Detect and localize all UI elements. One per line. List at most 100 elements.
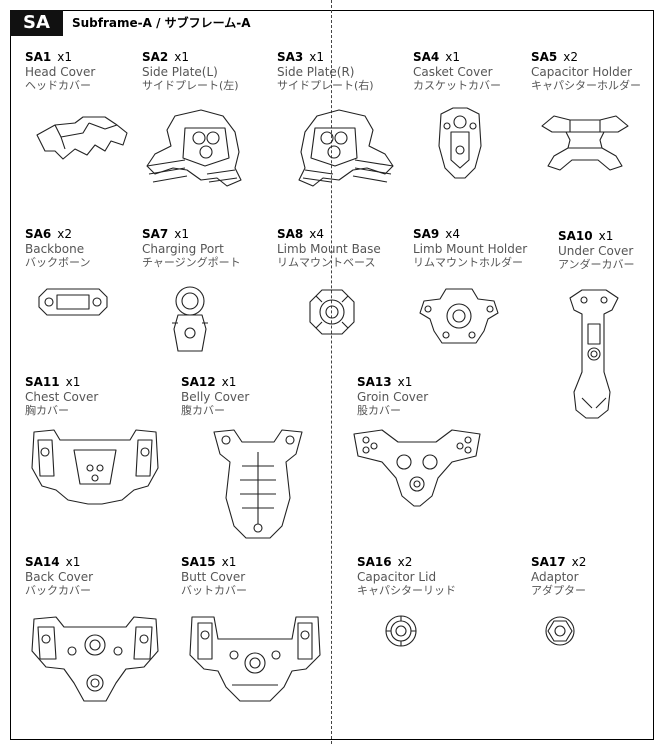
part-sa15: SA15 x1 Butt Cover バットカバー [181, 555, 247, 598]
part-name-jp: サイドプレート(左) [142, 79, 239, 92]
section-title: Subframe-A / サブフレーム-A [72, 16, 251, 30]
part-sa4: SA4 x1 Casket Cover カスケットカバー [413, 50, 501, 93]
part-qty: x2 [397, 555, 413, 569]
part-code: SA9 [413, 227, 440, 241]
part-name: Belly Cover [181, 390, 250, 404]
backbone-drawing [37, 287, 109, 317]
belly-cover-drawing [212, 428, 304, 540]
part-name-jp: リムマウントベース [277, 256, 376, 269]
adaptor-drawing [544, 615, 576, 647]
part-name: Under Cover [558, 244, 634, 258]
part-sa1: SA1 x1 Head Cover ヘッドカバー [25, 50, 95, 93]
part-name: Side Plate(R) [277, 65, 355, 79]
part-name: Chest Cover [25, 390, 99, 404]
part-sa7: SA7 x1 Charging Port チャージングポート [142, 227, 241, 270]
part-qty: x2 [563, 50, 579, 64]
butt-cover-drawing [188, 615, 323, 705]
part-qty: x1 [65, 375, 81, 389]
part-sa16: SA16 x2 Capacitor Lid キャパシターリッド [357, 555, 456, 598]
part-name: Back Cover [25, 570, 94, 584]
part-code: SA12 [181, 375, 216, 389]
part-qty: x1 [445, 50, 461, 64]
capacitor-lid-drawing [384, 614, 418, 648]
groin-cover-drawing [352, 428, 482, 508]
part-name: Capacitor Holder [531, 65, 633, 79]
part-qty: x1 [174, 50, 190, 64]
part-code: SA11 [25, 375, 60, 389]
part-sa5: SA5 x2 Capacitor Holder キャパシターホルダー [531, 50, 641, 93]
part-qty: x1 [65, 555, 81, 569]
part-name-jp: サイドプレート(右) [277, 79, 374, 92]
side-plate-left-drawing [145, 108, 245, 193]
part-name: Adaptor [531, 570, 579, 584]
part-name-jp: リムマウントホルダー [413, 256, 523, 269]
part-name-jp: 腹カバー [181, 404, 225, 417]
part-code: SA17 [531, 555, 566, 569]
center-fold-line [331, 0, 332, 744]
part-code: SA6 [25, 227, 52, 241]
part-name: Butt Cover [181, 570, 246, 584]
part-name: Limb Mount Holder [413, 242, 528, 256]
charging-port-drawing [170, 285, 210, 353]
part-code: SA7 [142, 227, 169, 241]
back-cover-drawing [30, 615, 160, 705]
capacitor-holder-drawing [540, 112, 630, 172]
part-sa13: SA13 x1 Groin Cover 股カバー [357, 375, 428, 418]
part-code: SA15 [181, 555, 216, 569]
part-qty: x4 [309, 227, 325, 241]
part-code: SA13 [357, 375, 392, 389]
part-name-jp: バックボーン [25, 256, 91, 269]
part-qty: x2 [571, 555, 587, 569]
parts-sheet-frame [10, 10, 654, 740]
part-qty: x1 [598, 229, 614, 243]
part-sa10: SA10 x1 Under Cover アンダーカバー [558, 229, 635, 272]
part-qty: x1 [221, 375, 237, 389]
casket-cover-drawing [435, 106, 485, 181]
part-name: Charging Port [142, 242, 224, 256]
part-sa8: SA8 x4 Limb Mount Base リムマウントベース [277, 227, 381, 270]
part-name-jp: ヘッドカバー [25, 79, 91, 92]
part-code: SA16 [357, 555, 392, 569]
part-name-jp: カスケットカバー [413, 79, 501, 92]
part-name-jp: 胸カバー [25, 404, 69, 417]
part-code: SA3 [277, 50, 304, 64]
part-name: Groin Cover [357, 390, 429, 404]
limb-mount-holder-drawing [418, 287, 500, 347]
section-badge: SA [10, 10, 63, 36]
part-qty: x4 [445, 227, 461, 241]
part-name: Casket Cover [413, 65, 493, 79]
part-code: SA14 [25, 555, 60, 569]
part-code: SA2 [142, 50, 169, 64]
part-name-jp: 股カバー [357, 404, 401, 417]
part-name-jp: チャージングポート [142, 256, 241, 269]
part-code: SA1 [25, 50, 52, 64]
part-qty: x1 [397, 375, 413, 389]
part-name: Limb Mount Base [277, 242, 381, 256]
head-cover-drawing [35, 115, 130, 165]
limb-mount-base-drawing [308, 288, 356, 336]
part-qty: x1 [174, 227, 190, 241]
part-qty: x1 [221, 555, 237, 569]
part-name-jp: キャパシターリッド [357, 584, 456, 597]
part-name: Head Cover [25, 65, 96, 79]
part-code: SA4 [413, 50, 440, 64]
part-name: Backbone [25, 242, 85, 256]
part-code: SA10 [558, 229, 593, 243]
part-name: Capacitor Lid [357, 570, 437, 584]
part-name-jp: キャパシターホルダー [531, 79, 641, 92]
part-name-jp: バットカバー [181, 584, 247, 597]
part-sa11: SA11 x1 Chest Cover 胸カバー [25, 375, 98, 418]
under-cover-drawing [568, 288, 620, 420]
part-code: SA5 [531, 50, 558, 64]
part-name-jp: バックカバー [25, 584, 91, 597]
part-sa12: SA12 x1 Belly Cover 腹カバー [181, 375, 249, 418]
chest-cover-drawing [30, 428, 160, 506]
part-qty: x1 [57, 50, 73, 64]
side-plate-right-drawing [295, 108, 395, 193]
part-code: SA8 [277, 227, 304, 241]
part-name-jp: アダプター [531, 584, 586, 597]
part-name-jp: アンダーカバー [558, 258, 635, 271]
